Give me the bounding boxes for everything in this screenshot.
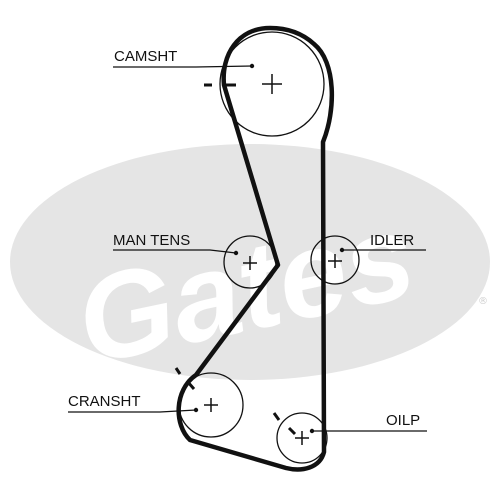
idler-center-mark	[328, 254, 342, 268]
idler-pulley	[310, 235, 360, 285]
idler-label: IDLER	[370, 232, 414, 249]
oil-pump-timing-mark	[272, 412, 297, 436]
tensioner-leader-line	[113, 249, 237, 254]
registered-mark: ®	[478, 296, 488, 307]
crankshaft-timing-mark	[174, 367, 196, 390]
crankshaft-center-mark	[204, 398, 218, 412]
tensioner-center-mark	[243, 256, 257, 270]
camshaft-pulley	[219, 31, 325, 137]
oil-pump-label: OILP	[386, 412, 420, 429]
camshaft-label: CAMSHT	[114, 48, 177, 65]
oil-pump-center-mark	[295, 431, 309, 445]
camshaft-center-mark	[262, 74, 282, 94]
tensioner-label: MAN TENS	[113, 232, 190, 249]
crankshaft-leader-line	[68, 409, 197, 413]
camshaft-leader-line	[113, 65, 253, 68]
crankshaft-label: CRANSHT	[68, 393, 141, 410]
oil-pump-pulley	[276, 412, 328, 464]
timing-belt	[176, 25, 335, 472]
